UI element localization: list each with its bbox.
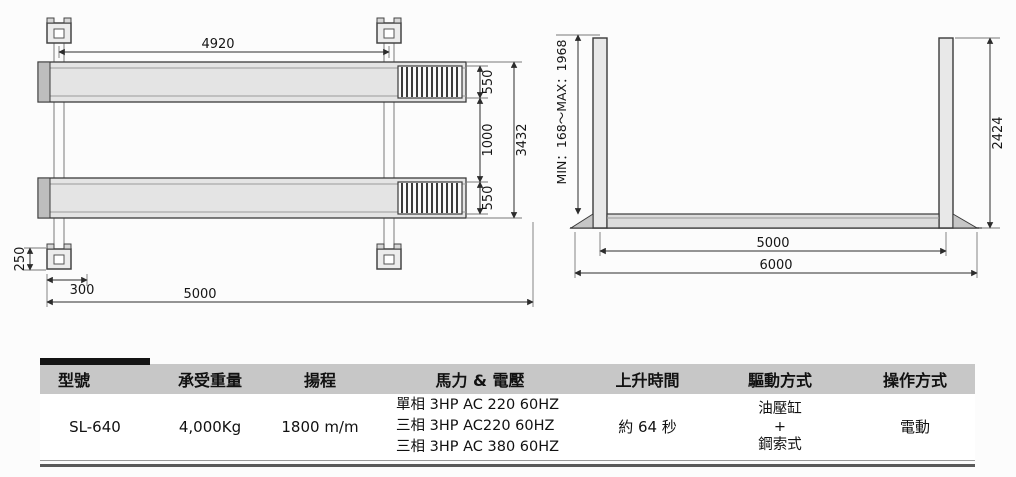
drive-line-2: +	[773, 418, 787, 435]
dim-column-height: 2424	[991, 116, 1006, 149]
dim-height-range: MIN：168～MAX：1968	[554, 40, 569, 185]
col-header-operation: 操作方式	[855, 364, 975, 394]
drive-line-3: 鋼索式	[758, 436, 802, 453]
dim-overall-length-elev: 6000	[759, 258, 792, 273]
dim-overall-width: 3432	[515, 123, 530, 156]
cell-lift-height: 1800 m/m	[270, 394, 370, 461]
plan-view: 4920 550 1000 550 3432 250 300 5000	[13, 17, 534, 307]
technical-drawing: 4920 550 1000 550 3432 250 300 5000	[13, 17, 1006, 307]
left-ramp-wedge	[569, 213, 594, 229]
plan-dimensions: 4920 550 1000 550 3432 250 300 5000	[13, 37, 534, 307]
col-header-lift-height: 揚程	[270, 364, 370, 394]
post-top-left	[46, 17, 72, 44]
spec-table: 型號 承受重量 揚程 馬力 & 電壓 上升時間 驅動方式 操作方式 SL-640…	[40, 358, 975, 467]
ramp-hatch-bottom	[401, 183, 458, 213]
drive-line-1: 油壓缸	[758, 400, 802, 417]
dim-inner-span: 5000	[756, 236, 789, 251]
table-header-row: 型號 承受重量 揚程 馬力 & 電壓 上升時間 驅動方式 操作方式	[40, 364, 975, 394]
cell-operation: 電動	[855, 394, 975, 461]
col-header-capacity: 承受重量	[150, 364, 270, 394]
post-top-right	[376, 17, 402, 44]
table-row: SL-640 4,000Kg 1800 m/m 單相 3HP AC 220 60…	[40, 394, 975, 461]
col-header-model: 型號	[40, 364, 150, 394]
post-bottom-right	[376, 243, 402, 270]
dim-ramp-bottom: 550	[481, 186, 496, 211]
runway-top	[37, 61, 467, 103]
power-line-2: 三相 3HP AC220 60HZ	[396, 418, 555, 435]
cell-power: 單相 3HP AC 220 60HZ 三相 3HP AC220 60HZ 三相 …	[370, 394, 590, 461]
dim-post-offset: 300	[70, 283, 95, 298]
power-line-1: 單相 3HP AC 220 60HZ	[396, 397, 560, 414]
post-bottom-left	[46, 243, 72, 270]
left-column	[592, 37, 608, 229]
dim-top-span: 4920	[201, 37, 234, 52]
dim-ramp-top: 550	[481, 70, 496, 95]
table-accent-bar	[40, 358, 150, 365]
ramp-hatch-top	[401, 67, 458, 97]
dim-post-inset: 250	[13, 247, 28, 272]
power-line-3: 三相 3HP AC 380 60HZ	[396, 439, 560, 456]
elevation-dimensions: MIN：168～MAX：1968 2424 5000 6000	[554, 34, 1006, 278]
platform-base	[569, 213, 979, 229]
cell-rise-time: 約 64 秒	[590, 394, 705, 461]
right-ramp-wedge	[952, 213, 979, 229]
runway-bottom	[37, 177, 467, 219]
column-lines	[53, 43, 395, 248]
elevation-view: MIN：168～MAX：1968 2424 5000 6000	[554, 34, 1006, 278]
cell-model: SL-640	[40, 394, 150, 461]
table-bottom-rule	[40, 463, 975, 467]
col-header-rise-time: 上升時間	[590, 364, 705, 394]
right-column	[938, 37, 954, 229]
cell-drive: 油壓缸 + 鋼索式	[705, 394, 855, 461]
dim-center-gap: 1000	[481, 123, 496, 156]
cell-capacity: 4,000Kg	[150, 394, 270, 461]
col-header-power: 馬力 & 電壓	[370, 364, 590, 394]
dim-overall-length: 5000	[183, 287, 216, 302]
col-header-drive: 驅動方式	[705, 364, 855, 394]
